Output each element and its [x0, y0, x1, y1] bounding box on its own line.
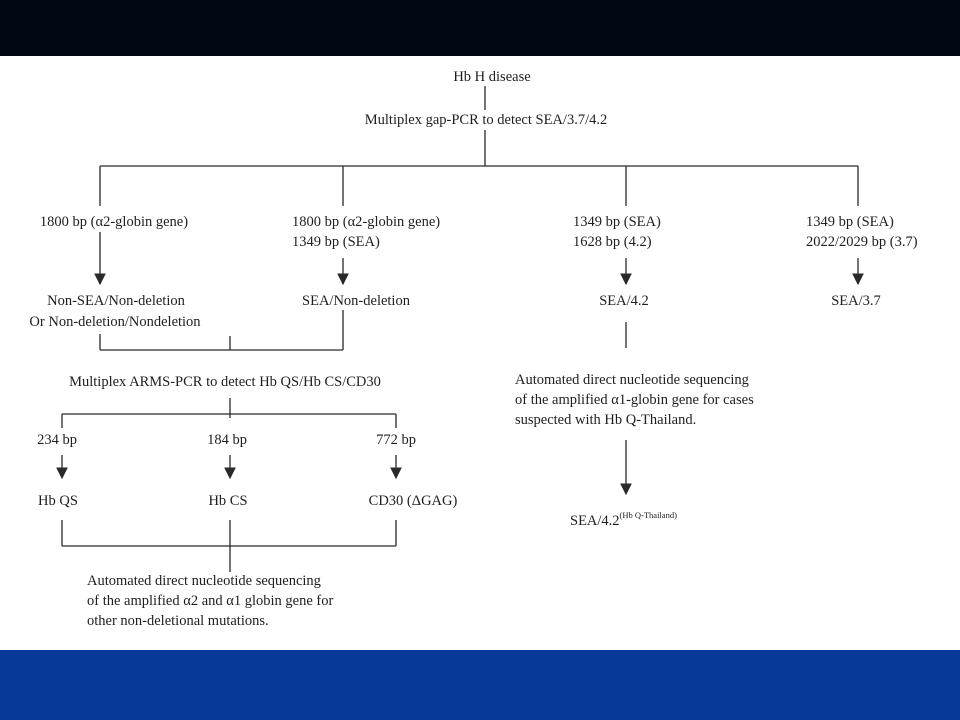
final-result-superscript: (Hb Q-Thailand) [620, 510, 678, 520]
seq-right-line-1: Automated direct nucleotide sequencing [515, 372, 749, 388]
seq-right-line-3: suspected with Hb Q-Thailand. [515, 412, 696, 428]
branch-4-line-1: 1349 bp (SEA) [806, 214, 894, 230]
branch-1-result-line-1: Non-SEA/Non-deletion [47, 293, 185, 309]
arms-1-size: 234 bp [37, 432, 77, 448]
final-result-main: SEA/4.2 [570, 513, 620, 529]
gap-pcr-label: Multiplex gap-PCR to detect SEA/3.7/4.2 [365, 112, 607, 128]
branch-2-result: SEA/Non-deletion [302, 293, 411, 309]
arms-1-result: Hb QS [38, 493, 78, 509]
branch-4-line-2: 2022/2029 bp (3.7) [806, 234, 918, 250]
arms-2-size: 184 bp [207, 432, 247, 448]
arms-pcr-label: Multiplex ARMS-PCR to detect Hb QS/Hb CS… [69, 374, 381, 390]
final-result: SEA/4.2(Hb Q-Thailand) [570, 510, 677, 529]
connectors [56, 86, 864, 572]
arms-2-result: Hb CS [208, 493, 247, 509]
branch-1-line-1: 1800 bp (α2-globin gene) [40, 214, 188, 230]
branch-3-result: SEA/4.2 [599, 293, 649, 309]
branch-4-result: SEA/3.7 [831, 293, 881, 309]
seq-left-line-1: Automated direct nucleotide sequencing [87, 573, 321, 589]
seq-right-line-2: of the amplified α1-globin gene for case… [515, 392, 754, 408]
arms-3-size: 772 bp [376, 432, 416, 448]
bottom-banner [0, 650, 960, 720]
hb-h-disease-flowchart: Hb H disease Multiplex gap-PCR to detect… [29, 69, 918, 629]
branch-3-line-2: 1628 bp (4.2) [573, 234, 652, 250]
root-label: Hb H disease [453, 69, 530, 85]
arms-3-result: CD30 (ΔGAG) [369, 493, 458, 509]
top-banner [0, 0, 960, 56]
seq-left-line-2: of the amplified α2 and α1 globin gene f… [87, 593, 333, 609]
branch-2-line-1: 1800 bp (α2-globin gene) [292, 214, 440, 230]
branch-1-result-line-2: Or Non-deletion/Nondeletion [29, 314, 201, 330]
branch-2-line-2: 1349 bp (SEA) [292, 234, 380, 250]
seq-left-line-3: other non-deletional mutations. [87, 613, 269, 629]
branch-3-line-1: 1349 bp (SEA) [573, 214, 661, 230]
